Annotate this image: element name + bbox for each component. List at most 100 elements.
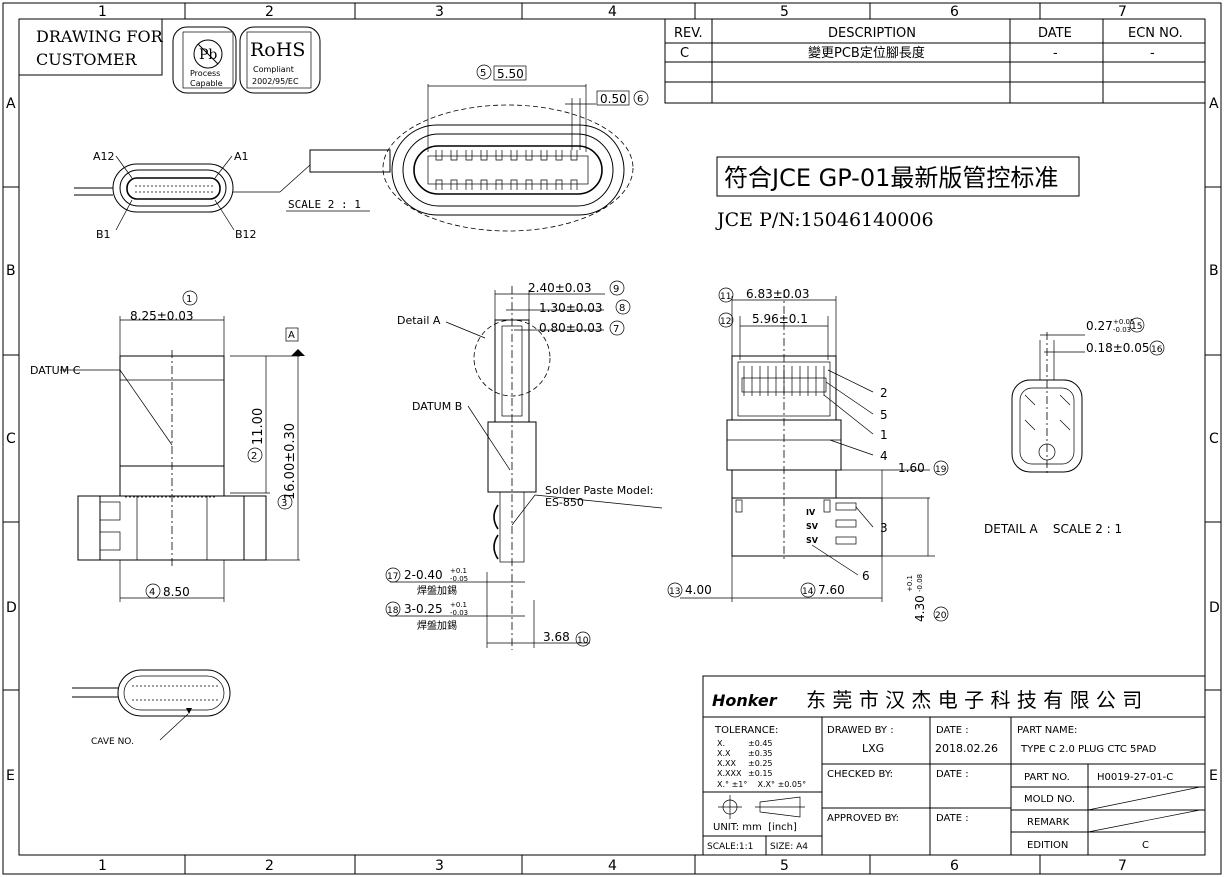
dim-17: 2-0.40 (404, 568, 443, 582)
part-number-line: JCE P/N:15046140006 (715, 209, 934, 231)
callout-1: 1 (880, 428, 888, 442)
pin-b12: B12 (235, 228, 257, 241)
edition-label: EDITION (1027, 840, 1068, 851)
ecn-header: ECN NO. (1128, 26, 1183, 41)
tag-10 (575, 631, 591, 647)
rohs-title: RoHS (250, 39, 305, 61)
callout-4: 4 (880, 449, 888, 463)
dim-13: 4.00 (685, 583, 712, 597)
dim-16-detail: 0.18±0.05 (1086, 341, 1150, 355)
dim-9: 2.40±0.03 (528, 281, 592, 295)
dim-1: 8.25±0.03 (130, 309, 194, 323)
pin-a12: A12 (93, 150, 115, 163)
datum-a-box (285, 327, 299, 342)
detail-a-label: Detail A (397, 314, 441, 327)
dim-16: 16.00±0.30 (283, 423, 298, 500)
tag-17-text: 17 (387, 572, 398, 582)
tol-val-1: ±0.45 (748, 739, 773, 748)
dim-5-box (493, 65, 527, 81)
side-view (390, 286, 663, 650)
tol-key-1: X. (717, 739, 725, 748)
tag-16-text: 16 (1151, 345, 1163, 355)
dim-18-note: 焊盤加錫 (417, 619, 457, 632)
callout-2: 2 (880, 386, 888, 400)
row-marker-b: B (6, 263, 16, 279)
tag-17 (385, 567, 401, 583)
front-view (60, 316, 305, 602)
tag-15-text: 15 (1131, 322, 1142, 332)
tag-20 (933, 606, 949, 622)
dim-12: 5.96±0.1 (752, 312, 808, 326)
callout-5: 5 (880, 408, 888, 422)
tag-2 (247, 447, 263, 463)
enlarged-end-view (309, 84, 634, 232)
row-marker-a-right: A (1209, 96, 1219, 112)
col-marker-4: 4 (608, 4, 617, 20)
row-marker-d: D (6, 600, 17, 616)
row-marker-e: E (6, 768, 15, 784)
dim-14: 7.60 (818, 583, 845, 597)
datum-c: DATUM C (30, 364, 81, 377)
rohs-line-2: 2002/95/EC (252, 77, 299, 86)
mark-sv-2: SV (806, 536, 819, 545)
tag-15 (1129, 317, 1145, 333)
drawn-by: LXG (862, 742, 884, 755)
dim-11: 6.83±0.03 (746, 287, 810, 301)
dim-4: 8.50 (163, 585, 190, 599)
company-name: 东 莞 市 汉 杰 电 子 科 技 有 限 公 司 (806, 688, 1142, 712)
datum-b: DATUM B (412, 400, 462, 413)
back-view (680, 290, 935, 602)
tag-16 (1149, 340, 1165, 356)
stamp-line-1: DRAWING FOR (36, 27, 164, 46)
tag-14-text: 14 (802, 587, 814, 597)
mark-iv: IV (806, 508, 816, 517)
drawn-date: 2018.02.26 (935, 742, 998, 755)
dim-15-tol-dn: -0.03 (1113, 326, 1131, 334)
pb-badge: Pb Process Capable (172, 26, 237, 94)
tol-key-2: X.X (717, 749, 731, 758)
part-name: TYPE C 2.0 PLUG CTC 5PAD (1020, 744, 1157, 755)
dim-17-tol-dn: -0.05 (450, 575, 468, 583)
dim-10: 3.68 (543, 630, 570, 644)
tag-20-text: 20 (935, 611, 947, 621)
col-marker-2-bottom: 2 (265, 858, 274, 874)
row-marker-b-right: B (1209, 263, 1219, 279)
col-marker-2: 2 (265, 4, 274, 20)
col-marker-3: 3 (435, 4, 444, 20)
col-marker-7-bottom: 7 (1118, 858, 1127, 874)
tag-18-text: 18 (387, 606, 399, 616)
tol-key-3: X.XX (717, 759, 737, 768)
dim-20-tol-dn: -0.08 (916, 574, 924, 592)
tag-11 (718, 287, 734, 303)
solder-label: Solder Paste Model: (545, 484, 653, 497)
tag-3-text: 3 (281, 498, 287, 509)
dim-6: 0.50 (600, 92, 627, 106)
tag-8 (615, 299, 631, 315)
company-logo: Honker (712, 691, 778, 710)
standard-note: 符合JCE GP-01最新版管控标准 (724, 164, 1058, 192)
end-view-scale: SCALE 2 : 1 (288, 198, 361, 211)
dim-20-tol-up: +0.1 (906, 575, 914, 592)
part-no-label: PART NO. (1024, 772, 1070, 783)
unit-label: UNIT: mm [inch] (713, 822, 797, 833)
rohs-line-1: Compliant (253, 65, 294, 74)
tag-3 (277, 494, 293, 510)
date-label: DATE : (936, 725, 969, 736)
dim-5: 5.50 (497, 67, 524, 81)
pin-a1: A1 (234, 150, 249, 163)
tol-val-2: ±0.35 (748, 749, 773, 758)
scale-label: SCALE:1:1 (707, 842, 753, 852)
dim-6-box (596, 90, 630, 106)
tag-19 (933, 460, 949, 476)
part-no: H0019-27-01-C (1097, 772, 1173, 783)
dim-17-note: 焊盤加錫 (417, 584, 457, 597)
dim-15-tol-up: +0.05 (1113, 318, 1134, 326)
tag-7 (609, 320, 625, 336)
tag-1 (182, 290, 198, 306)
dim-15: 0.27 (1086, 319, 1113, 333)
tag-6-text: 6 (637, 94, 643, 105)
tag-8-text: 8 (619, 303, 625, 314)
row-marker-c: C (6, 431, 16, 447)
